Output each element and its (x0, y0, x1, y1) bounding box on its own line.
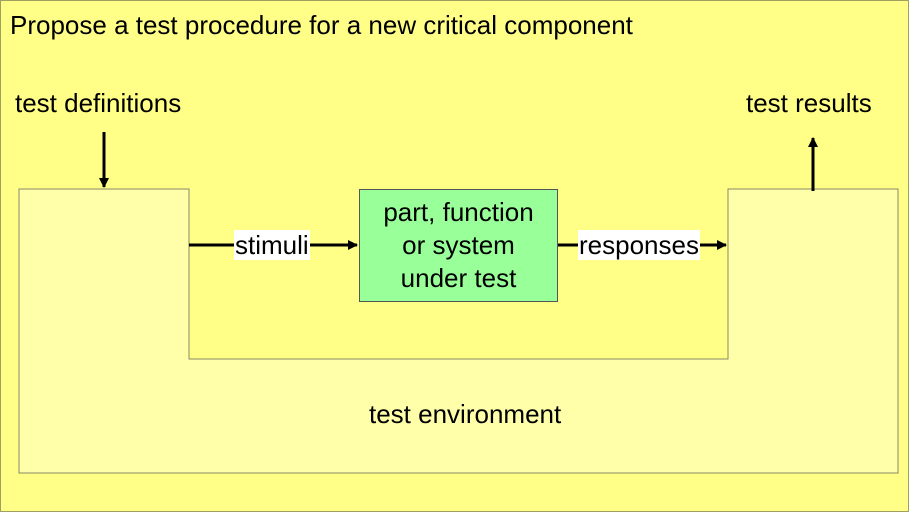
page-title: Propose a test procedure for a new criti… (10, 10, 633, 40)
system-under-test-box: part, function or system under test (359, 189, 558, 302)
responses-label: responses (578, 230, 700, 260)
stimuli-label: stimuli (234, 230, 310, 260)
test-results-label: test results (746, 88, 872, 118)
test-definitions-label: test definitions (15, 88, 182, 118)
test-environment-label: test environment (369, 399, 562, 429)
system-under-test-label: part, function or system under test (383, 197, 534, 293)
